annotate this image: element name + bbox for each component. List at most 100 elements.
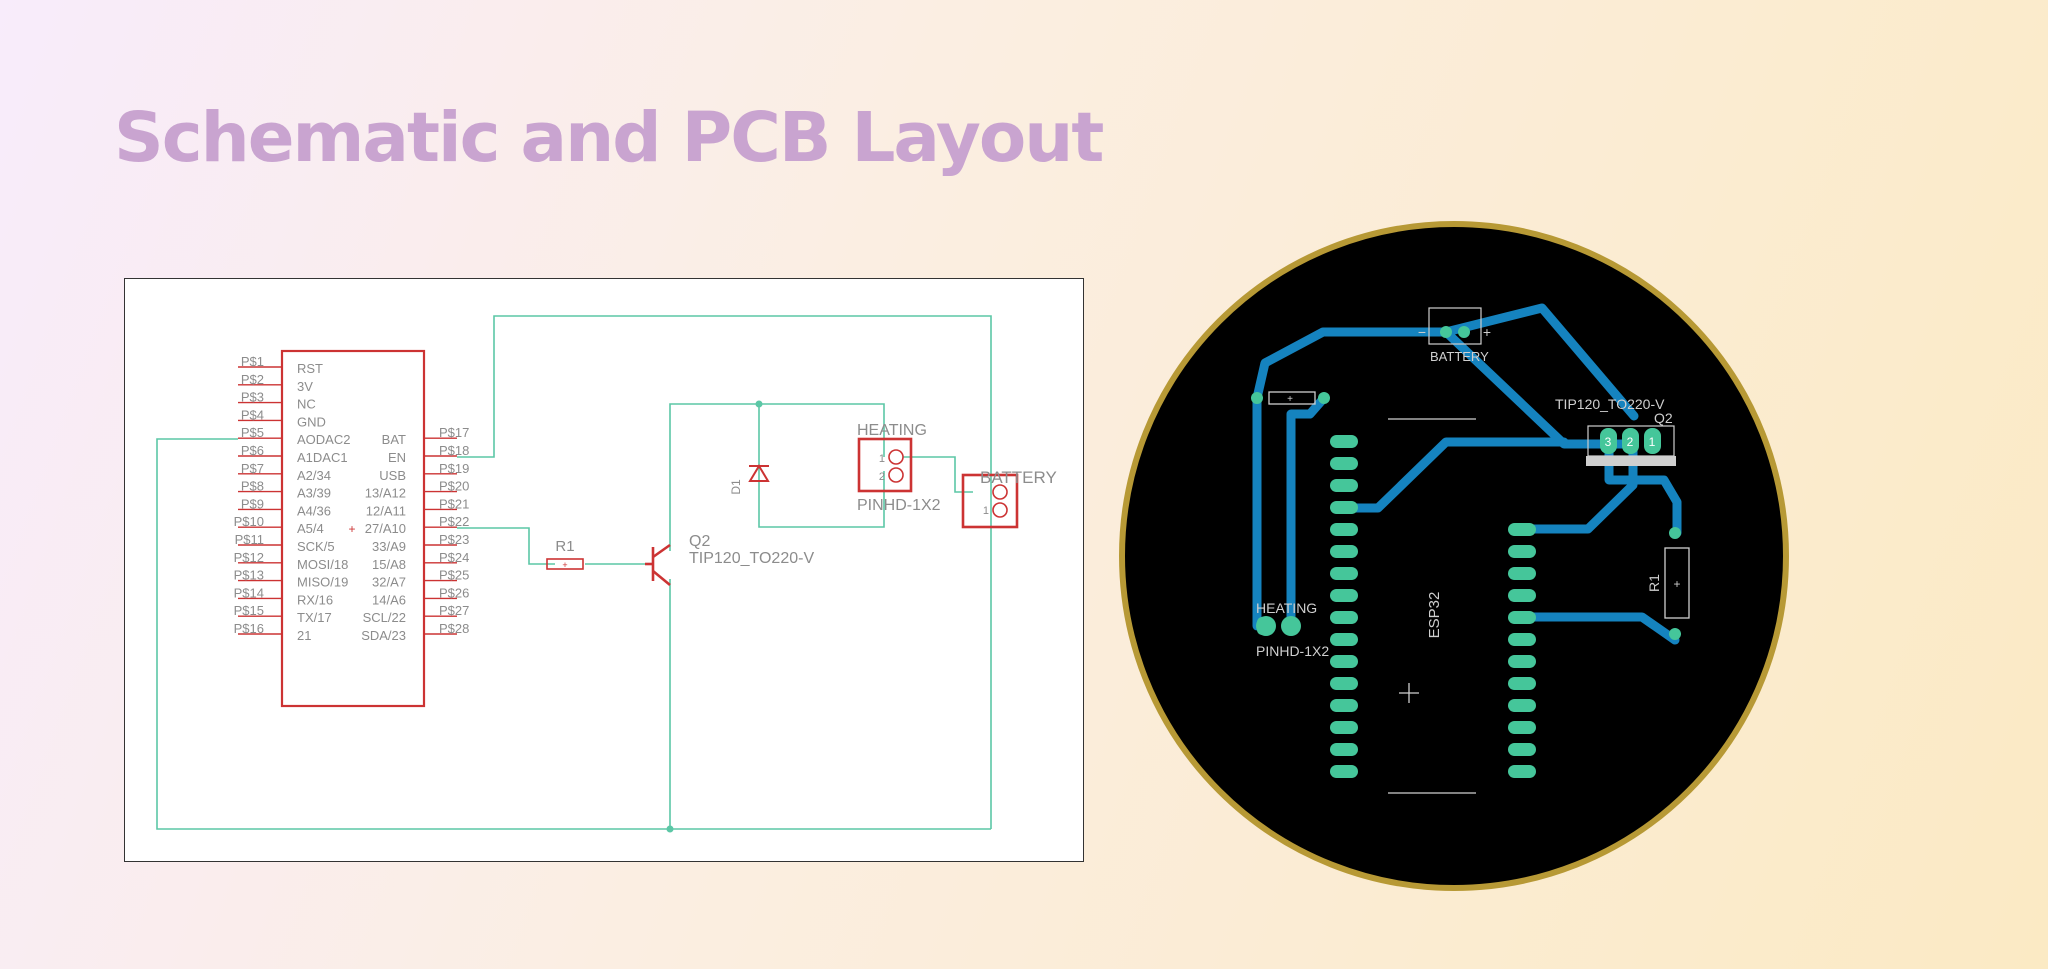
diode-d1: [748, 464, 770, 482]
inner-left-label: A3/39: [297, 486, 331, 501]
left-pin-label: P$8: [241, 479, 264, 494]
page-title: Schematic and PCB Layout: [114, 98, 1104, 178]
right-pin-label: P$19: [439, 461, 469, 476]
inner-left-label: TX/17: [297, 610, 332, 625]
board-outline: [1119, 221, 1789, 891]
esp32-pad: [1330, 589, 1358, 602]
esp32-label: ESP32: [1426, 592, 1443, 639]
inner-left-label: GND: [297, 414, 326, 429]
esp32-pad: [1330, 677, 1358, 690]
esp32-pad: [1330, 523, 1358, 536]
inner-left-label: RST: [297, 361, 323, 376]
left-pin-labels: P$1P$2P$3P$4P$5P$6P$7P$8P$9P$10P$11P$12P…: [234, 354, 264, 636]
upper-footprint-mark: +: [1287, 394, 1293, 405]
resistor-origin: +: [562, 560, 567, 570]
esp32-pad: [1330, 699, 1358, 712]
esp32-pad: [1330, 743, 1358, 756]
wire-gnd: [156, 438, 991, 830]
inner-right-label: EN: [388, 450, 406, 465]
battery-pin-1: [992, 484, 1008, 500]
right-pin-label: P$23: [439, 532, 469, 547]
inner-right-label: 13/A12: [365, 486, 406, 501]
heating-pcb-package-label: PINHD-1X2: [1256, 643, 1329, 659]
transistor-q2: [645, 543, 671, 587]
heating-pcb-label: HEATING: [1256, 600, 1317, 616]
esp32-pad: [1508, 633, 1536, 646]
r1-pcb-label: R1: [1646, 574, 1662, 592]
esp32-pad: [1508, 567, 1536, 580]
battery-pad-minus: [1440, 326, 1452, 338]
junction-dot: [666, 825, 674, 833]
heating-pad-2: [1281, 616, 1301, 636]
left-pin-label: P$11: [235, 532, 264, 547]
inner-left-label: A4/36: [297, 503, 331, 518]
inner-right-label: 14/A6: [372, 592, 406, 607]
inner-left-label: MISO/19: [297, 575, 348, 590]
esp32-left-pins: [238, 366, 282, 635]
left-pin-label: P$6: [241, 443, 264, 458]
r1-pad-2: [1669, 628, 1681, 640]
wire-bat-battery: [457, 315, 992, 829]
inner-left-labels: RST3VNCGNDAODAC2A1DAC1A2/34A3/39A4/36A5/…: [297, 361, 350, 643]
resistor-r1: [546, 558, 584, 570]
left-pin-label: P$7: [241, 461, 264, 476]
battery-connector: [961, 473, 1019, 529]
left-pin-label: P$3: [241, 390, 264, 405]
q2-pad-1: [1644, 428, 1661, 454]
esp32-pad: [1330, 435, 1358, 448]
heating-pin-2: [888, 467, 904, 483]
inner-left-label: RX/16: [297, 592, 333, 607]
inner-left-label: 3V: [297, 379, 313, 394]
esp32-pads-left: [1330, 435, 1358, 778]
inner-right-label: 12/A11: [366, 503, 406, 518]
esp32-pad: [1330, 479, 1358, 492]
upper-pad-left: [1251, 392, 1263, 404]
right-pin-label: P$27: [439, 603, 469, 618]
trace-esp-r1: [1510, 612, 1680, 645]
trace-q2-r1: [1604, 441, 1682, 538]
right-pin-label: P$25: [439, 568, 469, 583]
upper-pad-right: [1318, 392, 1330, 404]
q2-tab: [1586, 456, 1676, 466]
right-pin-label: P$26: [439, 585, 469, 600]
esp32-pad: [1330, 765, 1358, 778]
left-pin-label: P$16: [234, 621, 264, 636]
esp32-pads-right: [1508, 523, 1536, 778]
q2-pcb-label: Q2: [1654, 410, 1673, 426]
inner-left-label: A5/4: [297, 521, 324, 536]
inner-left-label: SCK/5: [297, 539, 335, 554]
q2-pcb-package-label: TIP120_TO220-V: [1555, 396, 1665, 412]
battery-footprint: [1428, 307, 1482, 345]
inner-right-label: USB: [379, 468, 406, 483]
right-pin-label: P$28: [439, 621, 469, 636]
esp32-pad: [1330, 545, 1358, 558]
inner-right-label: SCL/22: [363, 610, 406, 625]
heating-pin-1: [888, 449, 904, 465]
esp32-pad: [1508, 655, 1536, 668]
inner-left-label: AODAC2: [297, 432, 350, 447]
inner-right-label: BAT: [382, 432, 406, 447]
inner-right-labels: BATENUSB13/A1212/A1127/A1033/A915/A832/A…: [361, 432, 406, 643]
esp32-pad: [1330, 721, 1358, 734]
battery-label: BATTERY: [980, 468, 1057, 487]
inner-right-label: SDA/23: [361, 628, 406, 643]
esp32-pad: [1508, 743, 1536, 756]
heating-connector: [857, 437, 913, 493]
d1-label: D1: [729, 479, 743, 495]
wire-q2-collector: [669, 403, 885, 551]
wire-gpio-r1: [457, 527, 555, 565]
inner-left-label: 21: [297, 628, 311, 643]
heating-pad-1-ring: [1256, 616, 1276, 636]
left-pin-label: P$2: [241, 372, 264, 387]
esp32-pad: [1330, 655, 1358, 668]
battery-pin-1-label: 1: [983, 505, 989, 517]
heating-label: HEATING: [857, 422, 927, 439]
left-pin-label: P$12: [234, 550, 264, 565]
esp32-pad: [1508, 677, 1536, 690]
esp32-pad: [1330, 567, 1358, 580]
right-pin-label: P$17: [439, 425, 469, 440]
right-pin-label: P$20: [439, 479, 469, 494]
battery-pad-plus: [1458, 326, 1470, 338]
left-pin-label: P$10: [234, 514, 264, 529]
